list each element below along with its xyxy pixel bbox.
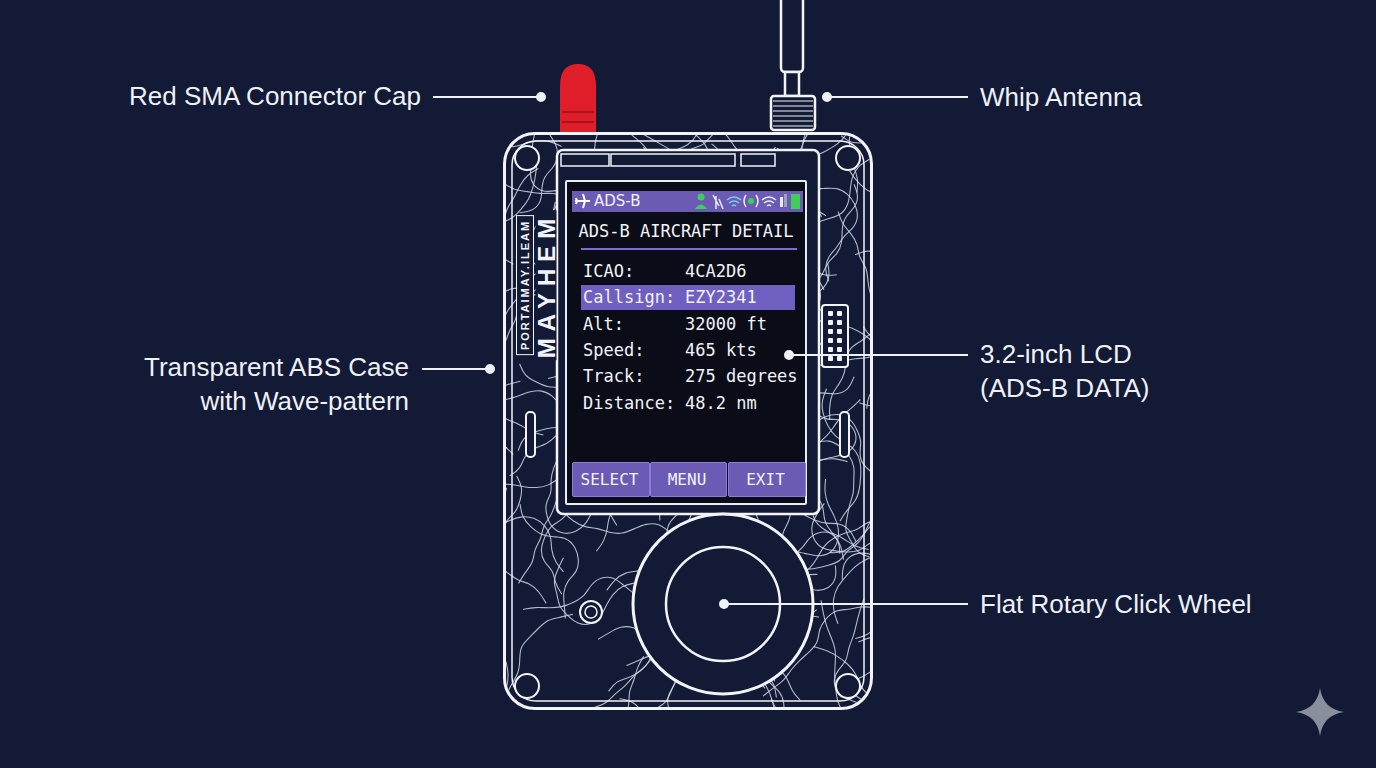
screen-bezel: [557, 150, 819, 514]
screen-title: ADS-B AIRCRAFT DETAIL: [567, 221, 805, 241]
button-label: EXIT: [729, 463, 802, 496]
status-bar: [572, 191, 803, 212]
softkey-button: MENU: [650, 462, 727, 497]
case-inner-outline: [512, 141, 864, 701]
device-case: ADS-B Callsign: EZY2341SELECTMENUEXIT ADS-B…: [503, 132, 873, 710]
callout-label: Flat Rotary Click Wheel: [980, 587, 1252, 621]
field-value: 4CA2D6: [685, 261, 746, 281]
sma-cap: [560, 64, 596, 132]
status-header: ADS-B: [572, 191, 803, 212]
field-name: Callsign:: [583, 285, 675, 310]
plane-icon: [575, 194, 590, 208]
field-value: 275 degrees: [685, 366, 798, 386]
brand-logo: PORTAIMAY.ILEAM: [516, 215, 534, 355]
callout-label: Transparent ABS Case with Wave-pattern: [109, 350, 409, 418]
field-value: 48.2 nm: [685, 393, 757, 413]
button-label: SELECT: [573, 463, 646, 496]
button-label: MENU: [651, 463, 723, 496]
field-value: 465 kts: [685, 340, 757, 360]
field-name: Distance:: [583, 393, 675, 413]
speaker-grille: [822, 305, 848, 367]
field-name: Track:: [583, 366, 644, 386]
wave-pattern: [506, 135, 870, 707]
field-name: Alt:: [583, 314, 624, 334]
whip-antenna: [771, 0, 815, 130]
brand-logo: MAYHEM: [536, 210, 557, 360]
title-divider: [581, 248, 797, 250]
highlight-row: Callsign: EZY2341: [581, 285, 795, 310]
callout-label: Red SMA Connector Cap: [129, 79, 421, 113]
softkey-button: EXIT: [728, 462, 806, 497]
callout-label: 3.2-inch LCD (ADS-B DATA): [980, 337, 1180, 405]
screws: [515, 146, 860, 698]
callout-label: Whip Antenna: [980, 80, 1142, 114]
softkey-button: SELECT: [572, 462, 650, 497]
field-name: Speed:: [583, 340, 644, 360]
lcd-screen: ADS-B Callsign: EZY2341SELECTMENUEXIT ADS-B…: [565, 180, 807, 505]
watermark-star: [1296, 688, 1344, 736]
lcd-display: [565, 180, 807, 505]
field-value: EZY2341: [685, 285, 757, 310]
field-value: 32000 ft: [685, 314, 767, 334]
app-name: ADS-B: [594, 191, 641, 212]
bezel-slots: [561, 154, 775, 166]
field-name: ICAO:: [583, 261, 634, 281]
status-icons: [695, 194, 800, 210]
